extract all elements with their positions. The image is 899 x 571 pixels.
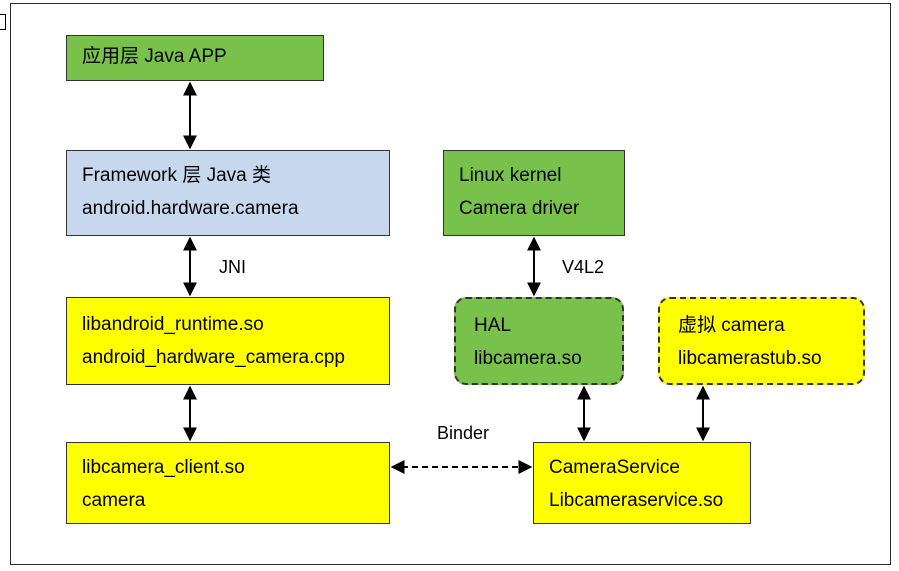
camera-client-box: libcamera_client.so camera: [66, 442, 390, 524]
v4l2-label: V4L2: [562, 257, 605, 277]
linux-kernel-label-line2: Camera driver: [459, 198, 580, 219]
binder-label: Binder: [437, 423, 490, 443]
virtual-camera-label-line1: 虚拟 camera: [678, 315, 785, 336]
linux-kernel-label-line1: Linux kernel: [459, 165, 562, 186]
camera-service-box: CameraService Libcameraservice.so: [533, 442, 751, 524]
java-app-label: 应用层 Java APP: [82, 46, 227, 67]
libandroid-runtime-label-line1: libandroid_runtime.so: [82, 314, 264, 335]
virtual-camera-box: 虚拟 camera libcamerastub.so: [658, 297, 865, 385]
linux-kernel-box: Linux kernel Camera driver: [443, 150, 625, 236]
hal-label-line1: HAL: [474, 315, 511, 336]
diagram-frame: [10, 3, 891, 565]
libandroid-runtime-label-line2: android_hardware_camera.cpp: [82, 347, 345, 368]
hal-label-line2: libcamera.so: [474, 348, 582, 369]
camera-client-label-line2: camera: [82, 490, 146, 511]
camera-client-label-line1: libcamera_client.so: [82, 457, 245, 478]
framework-box: Framework 层 Java 类 android.hardware.came…: [66, 150, 390, 236]
camera-service-label-line2: Libcameraservice.so: [549, 490, 724, 511]
camera-service-label-line1: CameraService: [549, 457, 680, 478]
framework-label-line2: android.hardware.camera: [82, 198, 299, 219]
libandroid-runtime-box: libandroid_runtime.so android_hardware_c…: [66, 297, 390, 385]
framework-label-line1: Framework 层 Java 类: [82, 165, 271, 186]
hal-box: HAL libcamera.so: [454, 297, 624, 385]
corner-mark: [0, 14, 6, 30]
java-app-box: 应用层 Java APP: [66, 35, 324, 81]
jni-label: JNI: [219, 257, 246, 277]
virtual-camera-label-line2: libcamerastub.so: [678, 348, 822, 369]
